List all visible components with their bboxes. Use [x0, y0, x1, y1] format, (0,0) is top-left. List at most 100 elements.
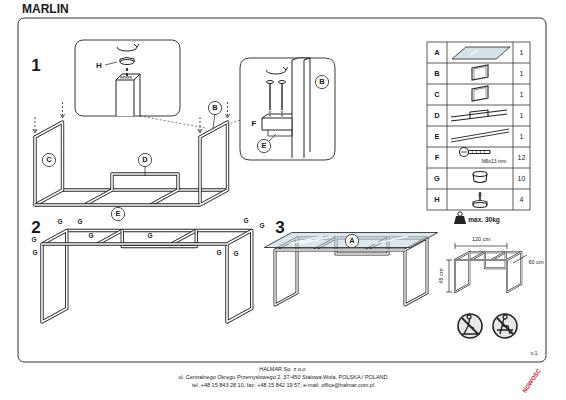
- callout-circle: [345, 234, 358, 247]
- tube-inner: [455, 252, 469, 292]
- insert-arrowhead: [61, 114, 65, 118]
- part-callout: G: [88, 232, 93, 239]
- quantity: 1: [520, 70, 524, 78]
- parts-table: [427, 42, 530, 210]
- part-letter: E: [434, 132, 439, 140]
- part-letter: B: [434, 69, 439, 77]
- part-pictures: [451, 47, 510, 208]
- dimension: 45 cm: [438, 269, 444, 284]
- tube-outline: [63, 188, 228, 191]
- title: MARLIN: [22, 3, 69, 16]
- quantity: 1: [520, 91, 524, 99]
- insert-arrow: [200, 117, 201, 132]
- tube-outline: [98, 231, 123, 245]
- part-callout: G: [57, 218, 62, 225]
- callout-circle: [111, 207, 124, 220]
- screw-size: M6x13 mm: [482, 159, 507, 165]
- part-letter: H: [434, 195, 439, 203]
- dimension-line: [507, 243, 508, 249]
- tube-outline: [172, 231, 197, 245]
- tube-outline: [35, 203, 200, 206]
- sheet-border: [18, 18, 546, 362]
- glass-top: [264, 233, 438, 248]
- dimension-line: [455, 243, 456, 249]
- company-address: ul. Centralnego Okręgu Przemysłowego 2, …: [178, 374, 387, 380]
- quantity: 10: [518, 175, 526, 183]
- glass-reflection: [374, 236, 407, 243]
- detail-inset-foot: [75, 40, 205, 128]
- load-limit: max. 30kg: [468, 216, 499, 223]
- dimension-line: [449, 260, 450, 292]
- quantity: 1: [520, 133, 524, 141]
- weight-icon: [454, 212, 466, 224]
- tube-outline: [151, 190, 179, 205]
- part-callout: G: [147, 232, 152, 239]
- tube-inner: [455, 260, 507, 261]
- tube-outline: [275, 238, 297, 305]
- step-number: 1: [31, 57, 40, 76]
- tube-inner: [98, 231, 123, 245]
- table-frames: [33, 102, 527, 322]
- part-callout: G: [32, 249, 37, 256]
- part-callout: G: [259, 222, 264, 229]
- tube-inner: [227, 231, 252, 323]
- part-callout: G: [233, 250, 238, 257]
- tube-outline: [112, 174, 178, 190]
- tube-inner: [42, 243, 227, 245]
- detail-inset-bracket: [229, 58, 335, 160]
- tube-outline: [35, 122, 63, 205]
- new-stamp: NOWOŚĆ: [521, 368, 542, 394]
- tube-outline: [275, 249, 405, 252]
- step-number: 3: [275, 219, 284, 238]
- tube-inner: [172, 231, 197, 245]
- dimension-line: [446, 260, 452, 261]
- company-contact: tel. +48 15 843 28 10, fax: +48 15 842 1…: [192, 382, 374, 388]
- warning-icons: [458, 314, 517, 338]
- callout-letter: B: [319, 78, 324, 86]
- tube-inner: [491, 252, 505, 260]
- callout-letter: C: [46, 156, 51, 164]
- tube-inner: [405, 238, 427, 305]
- dimension-line: [513, 255, 527, 263]
- step-number: 2: [31, 219, 40, 238]
- glass-reflection: [299, 236, 332, 243]
- tube-inner: [151, 190, 179, 205]
- tube-inner: [469, 252, 521, 253]
- tube-outline: [507, 252, 521, 292]
- tube-inner: [275, 249, 405, 250]
- insert-arrowhead: [226, 114, 230, 118]
- callout-circle: [42, 153, 55, 166]
- tube-inner: [67, 230, 252, 232]
- tube-inner: [85, 190, 113, 205]
- quantity: 12: [518, 154, 526, 162]
- tube-outline: [200, 122, 228, 205]
- part-callout: G: [77, 218, 82, 225]
- tube-outline: [405, 238, 427, 305]
- insert-arrow: [62, 102, 63, 117]
- callout-circle: [257, 139, 270, 152]
- leader-line: [145, 166, 146, 176]
- dimension: 60 cm: [529, 259, 544, 265]
- part-callout: H: [96, 62, 102, 71]
- dimension-line: [455, 246, 507, 247]
- tube-outline: [471, 252, 485, 260]
- part-letter: C: [434, 90, 439, 98]
- callout-circle: [208, 101, 221, 114]
- callout-letter: D: [142, 156, 147, 164]
- part-callout: G: [216, 249, 221, 256]
- insert-arrowhead: [198, 129, 202, 133]
- tube-inner: [275, 238, 297, 305]
- part-callout: G: [31, 236, 36, 243]
- version: v.1: [531, 350, 538, 356]
- part-letter: A: [434, 48, 439, 56]
- company-name: HALMAR Sp. z o.o.: [259, 366, 307, 372]
- tube-outline: [455, 252, 469, 292]
- tube-outline: [227, 231, 252, 323]
- quantity: 1: [520, 49, 524, 57]
- tube-outline: [469, 251, 521, 253]
- tube-inner: [112, 174, 178, 190]
